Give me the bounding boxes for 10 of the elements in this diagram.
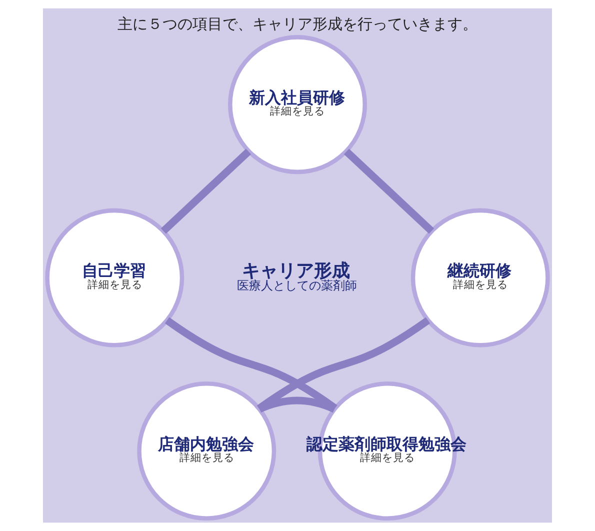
node-circle: 店舗内勉強会 詳細を見る	[137, 382, 276, 521]
connector	[258, 396, 336, 413]
connector	[344, 148, 434, 234]
node-circle: 自己学習 詳細を見る	[45, 208, 184, 348]
node-label: 認定薬剤師取得勉強会	[306, 434, 467, 454]
diagram-title: 主に５つの項目で、キャリア形成を行っていきます。	[118, 14, 478, 33]
connector	[256, 317, 430, 412]
connector	[160, 148, 252, 234]
node-circle: 新入社員研修 詳細を見る	[228, 35, 367, 174]
node-circle: 継続研修 詳細を見る	[410, 208, 550, 348]
